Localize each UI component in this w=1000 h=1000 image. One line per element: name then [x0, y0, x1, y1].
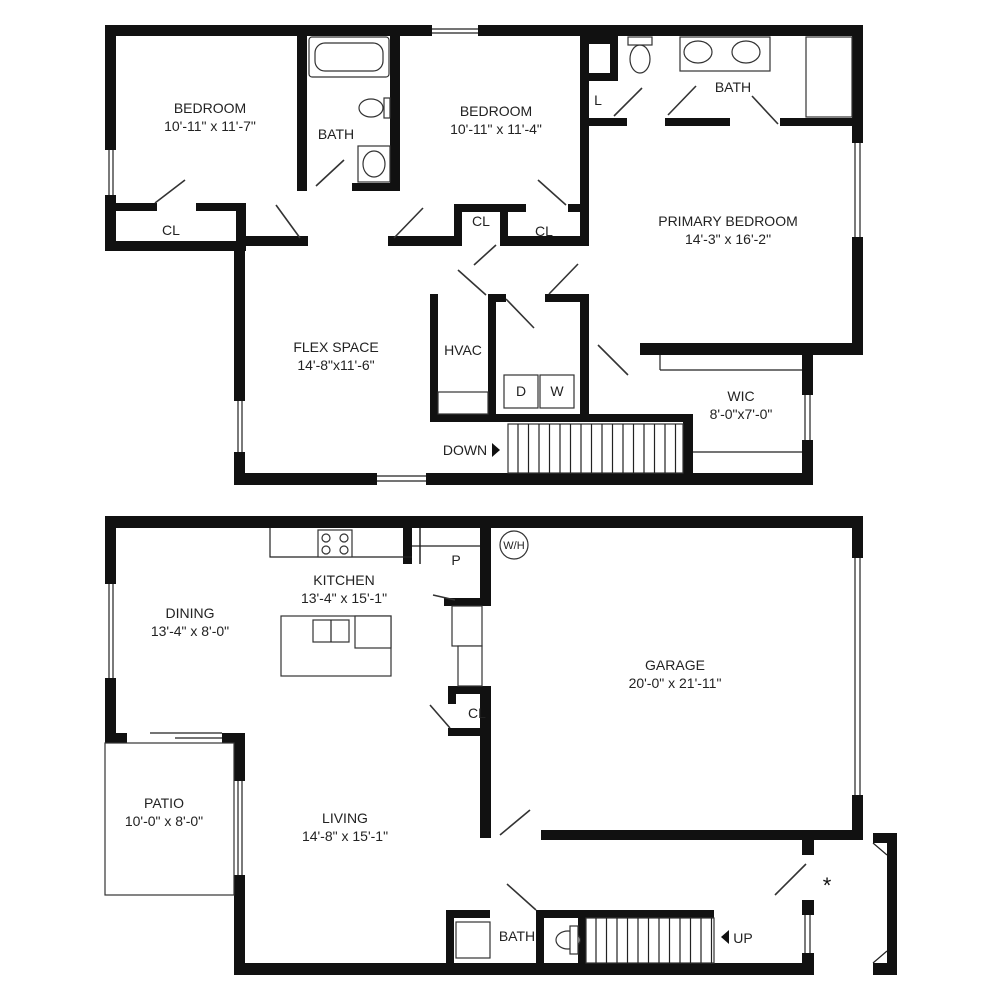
entry-marker: * [823, 873, 832, 898]
dryer [503, 374, 539, 409]
arrow-left-icon [721, 930, 729, 944]
room-dims-flex-space: 14'-8"x11'-6" [297, 357, 374, 373]
room-name-wic: WIC [727, 388, 754, 404]
upper-windows [108, 28, 861, 482]
room-name-garage: GARAGE [645, 657, 705, 673]
room-name-patio: PATIO [144, 795, 184, 811]
washer-label: W [550, 383, 564, 399]
shower [805, 36, 853, 118]
upper-labels: BEDROOM 10'-11" x 11'-7" BATH BEDROOM 10… [162, 79, 798, 422]
room-name-bedroom-1: BEDROOM [174, 100, 246, 116]
room-name-dining: DINING [166, 605, 215, 621]
lower-labels: W/H P KITCHEN 13'-4" x 15'-1" DINING 13'… [125, 540, 832, 944]
stairs-down-label: DOWN [443, 442, 487, 458]
upper-walls [105, 25, 863, 485]
room-dims-living: 14'-8" x 15'-1" [302, 828, 388, 844]
room-name-flex-space: FLEX SPACE [293, 339, 378, 355]
room-name-bath-1: BATH [318, 126, 354, 142]
room-dims-bedroom-2: 10'-11" x 11'-4" [450, 121, 542, 137]
upper-stairs: DOWN [443, 423, 684, 474]
upper-fixtures [308, 36, 853, 453]
room-name-primary-bedroom: PRIMARY BEDROOM [658, 213, 798, 229]
room-name-primary-bath: BATH [715, 79, 751, 95]
room-name-closet-2: CL [472, 213, 490, 229]
toilet [358, 98, 384, 118]
room-dims-patio: 10'-0" x 8'-0" [125, 813, 203, 829]
pantry-shelf [457, 645, 483, 687]
room-name-half-bath: BATH [499, 928, 535, 944]
room-dims-bedroom-1: 10'-11" x 11'-7" [164, 118, 256, 134]
water-heater [499, 530, 529, 560]
room-dims-dining: 13'-4" x 8'-0" [151, 623, 229, 639]
room-name-closet-3: CL [535, 223, 553, 239]
lower-walls [105, 516, 897, 975]
patio-slab [104, 742, 235, 896]
room-name-kitchen: KITCHEN [313, 572, 374, 588]
dishwasher [354, 615, 392, 649]
room-name-hvac: HVAC [444, 342, 482, 358]
dryer-label: D [516, 383, 526, 399]
room-name-living: LIVING [322, 810, 368, 826]
water-heater-label: W/H [503, 540, 524, 552]
room-name-bedroom-2: BEDROOM [460, 103, 532, 119]
lower-stairs: UP [585, 917, 753, 964]
lower-windows [108, 558, 888, 964]
room-dims-kitchen: 13'-4" x 15'-1" [301, 590, 387, 606]
arrow-right-icon [492, 443, 500, 457]
room-dims-primary-bedroom: 14'-3" x 16'-2" [685, 231, 771, 247]
room-name-closet: CL [468, 705, 486, 721]
room-name-closet-1: CL [162, 222, 180, 238]
room-dims-garage: 20'-0" x 21'-11" [629, 675, 722, 691]
room-dims-wic: 8'-0"x7'-0" [710, 406, 773, 422]
stairs-up-label: UP [733, 930, 752, 946]
refrigerator [451, 605, 483, 647]
toilet [629, 44, 651, 74]
room-name-linen: L [594, 92, 602, 108]
washer [539, 374, 575, 409]
upper-doors [154, 85, 779, 376]
lower-floor: UP W/H P KITCHEN 13'-4" x 15'-1" DINING … [104, 516, 897, 975]
lower-doors [419, 528, 807, 911]
upper-floor: DOWN BEDROOM 10'-11" x 11'-7" BATH BEDRO… [105, 25, 863, 485]
room-name-pantry: P [451, 552, 460, 568]
lower-fixtures [104, 528, 581, 959]
hvac-unit [437, 391, 489, 415]
